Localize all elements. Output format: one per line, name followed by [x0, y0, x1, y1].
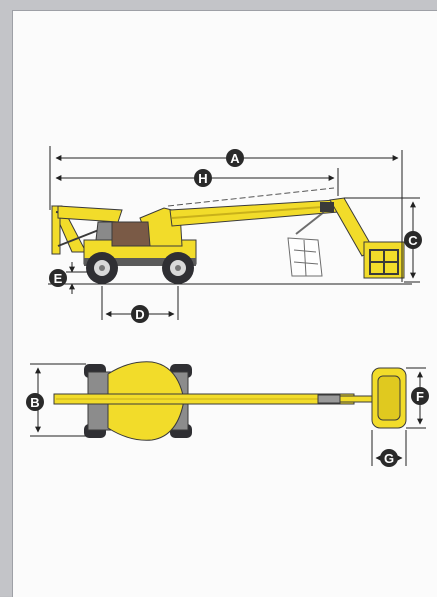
dimension-F: F	[406, 367, 429, 429]
wheel-front	[162, 252, 194, 284]
label-B: B	[30, 395, 39, 410]
label-E: E	[54, 271, 63, 286]
dimension-B: B	[26, 363, 86, 437]
top-view: B F G	[26, 361, 429, 467]
dimension-C: C	[344, 197, 422, 283]
wheel-rear	[86, 252, 118, 284]
label-A: A	[230, 151, 240, 166]
label-D: D	[135, 307, 144, 322]
platform-basket-alt	[287, 211, 325, 277]
lower-boom	[51, 205, 123, 255]
dimension-H: H	[55, 168, 339, 196]
label-F: F	[416, 389, 424, 404]
drawing-panel	[12, 10, 437, 597]
platform-basket	[363, 241, 405, 279]
dimension-A: A	[49, 146, 403, 282]
dimension-E: E	[49, 262, 88, 294]
dimension-D: D	[101, 286, 179, 323]
side-view: A H C E	[48, 146, 422, 323]
label-G: G	[384, 451, 394, 466]
label-C: C	[408, 233, 418, 248]
dimension-G: G	[371, 430, 407, 467]
label-H: H	[198, 171, 207, 186]
